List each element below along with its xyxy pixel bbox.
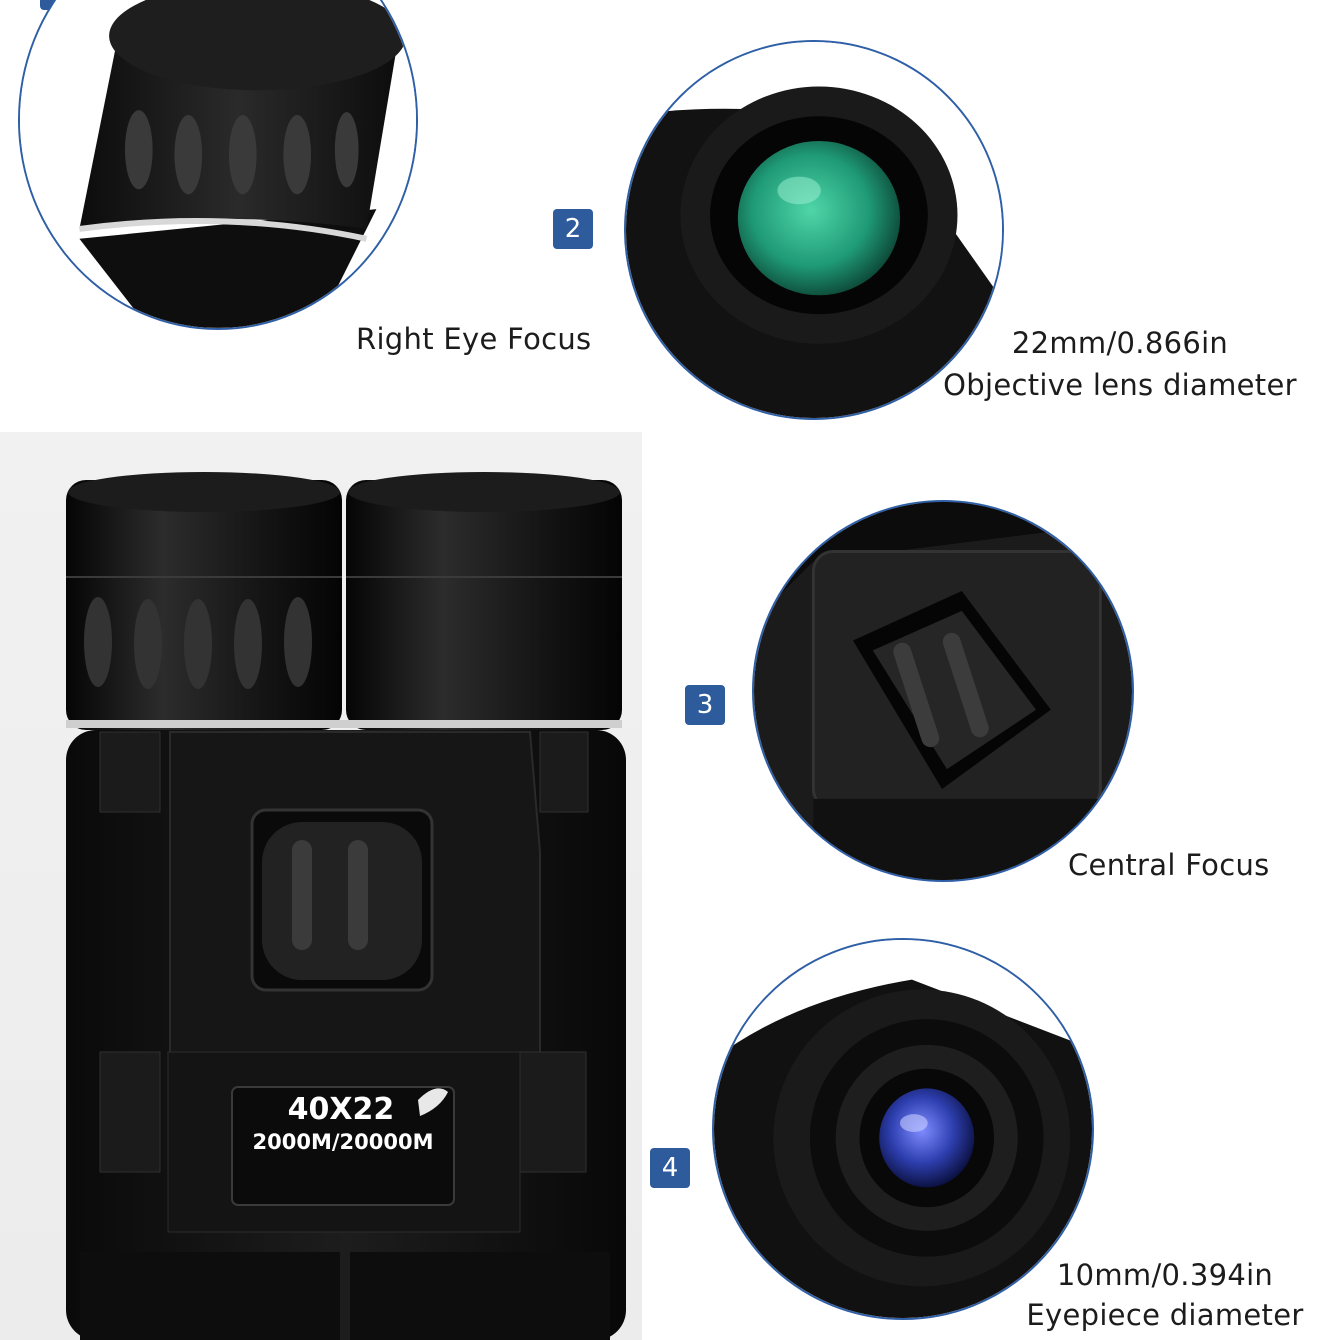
eyepiece-size: 10mm/0.394in [1056, 1258, 1274, 1292]
model-label: 40X22 [287, 1092, 395, 1127]
feature-2-badge: 2 [553, 209, 593, 249]
central-focus-image [752, 500, 1134, 882]
eyepiece-image [712, 938, 1094, 1320]
central-focus-caption: Central Focus [1068, 848, 1270, 882]
objective-lens-size: 22mm/0.866in [1011, 326, 1229, 360]
eyepiece-label: Eyepiece diameter [1026, 1298, 1304, 1332]
feature-4-badge: 4 [650, 1148, 690, 1188]
feature-3-badge: 3 [685, 685, 725, 725]
right-eye-focus-image [18, 0, 418, 330]
binoculars-photo [0, 432, 642, 1340]
right-eye-focus-caption: Right Eye Focus [356, 322, 592, 356]
objective-lens-label: Objective lens diameter [943, 368, 1297, 402]
objective-lens-image [624, 40, 1004, 420]
range-label: 2000M/20000M [252, 1130, 434, 1154]
